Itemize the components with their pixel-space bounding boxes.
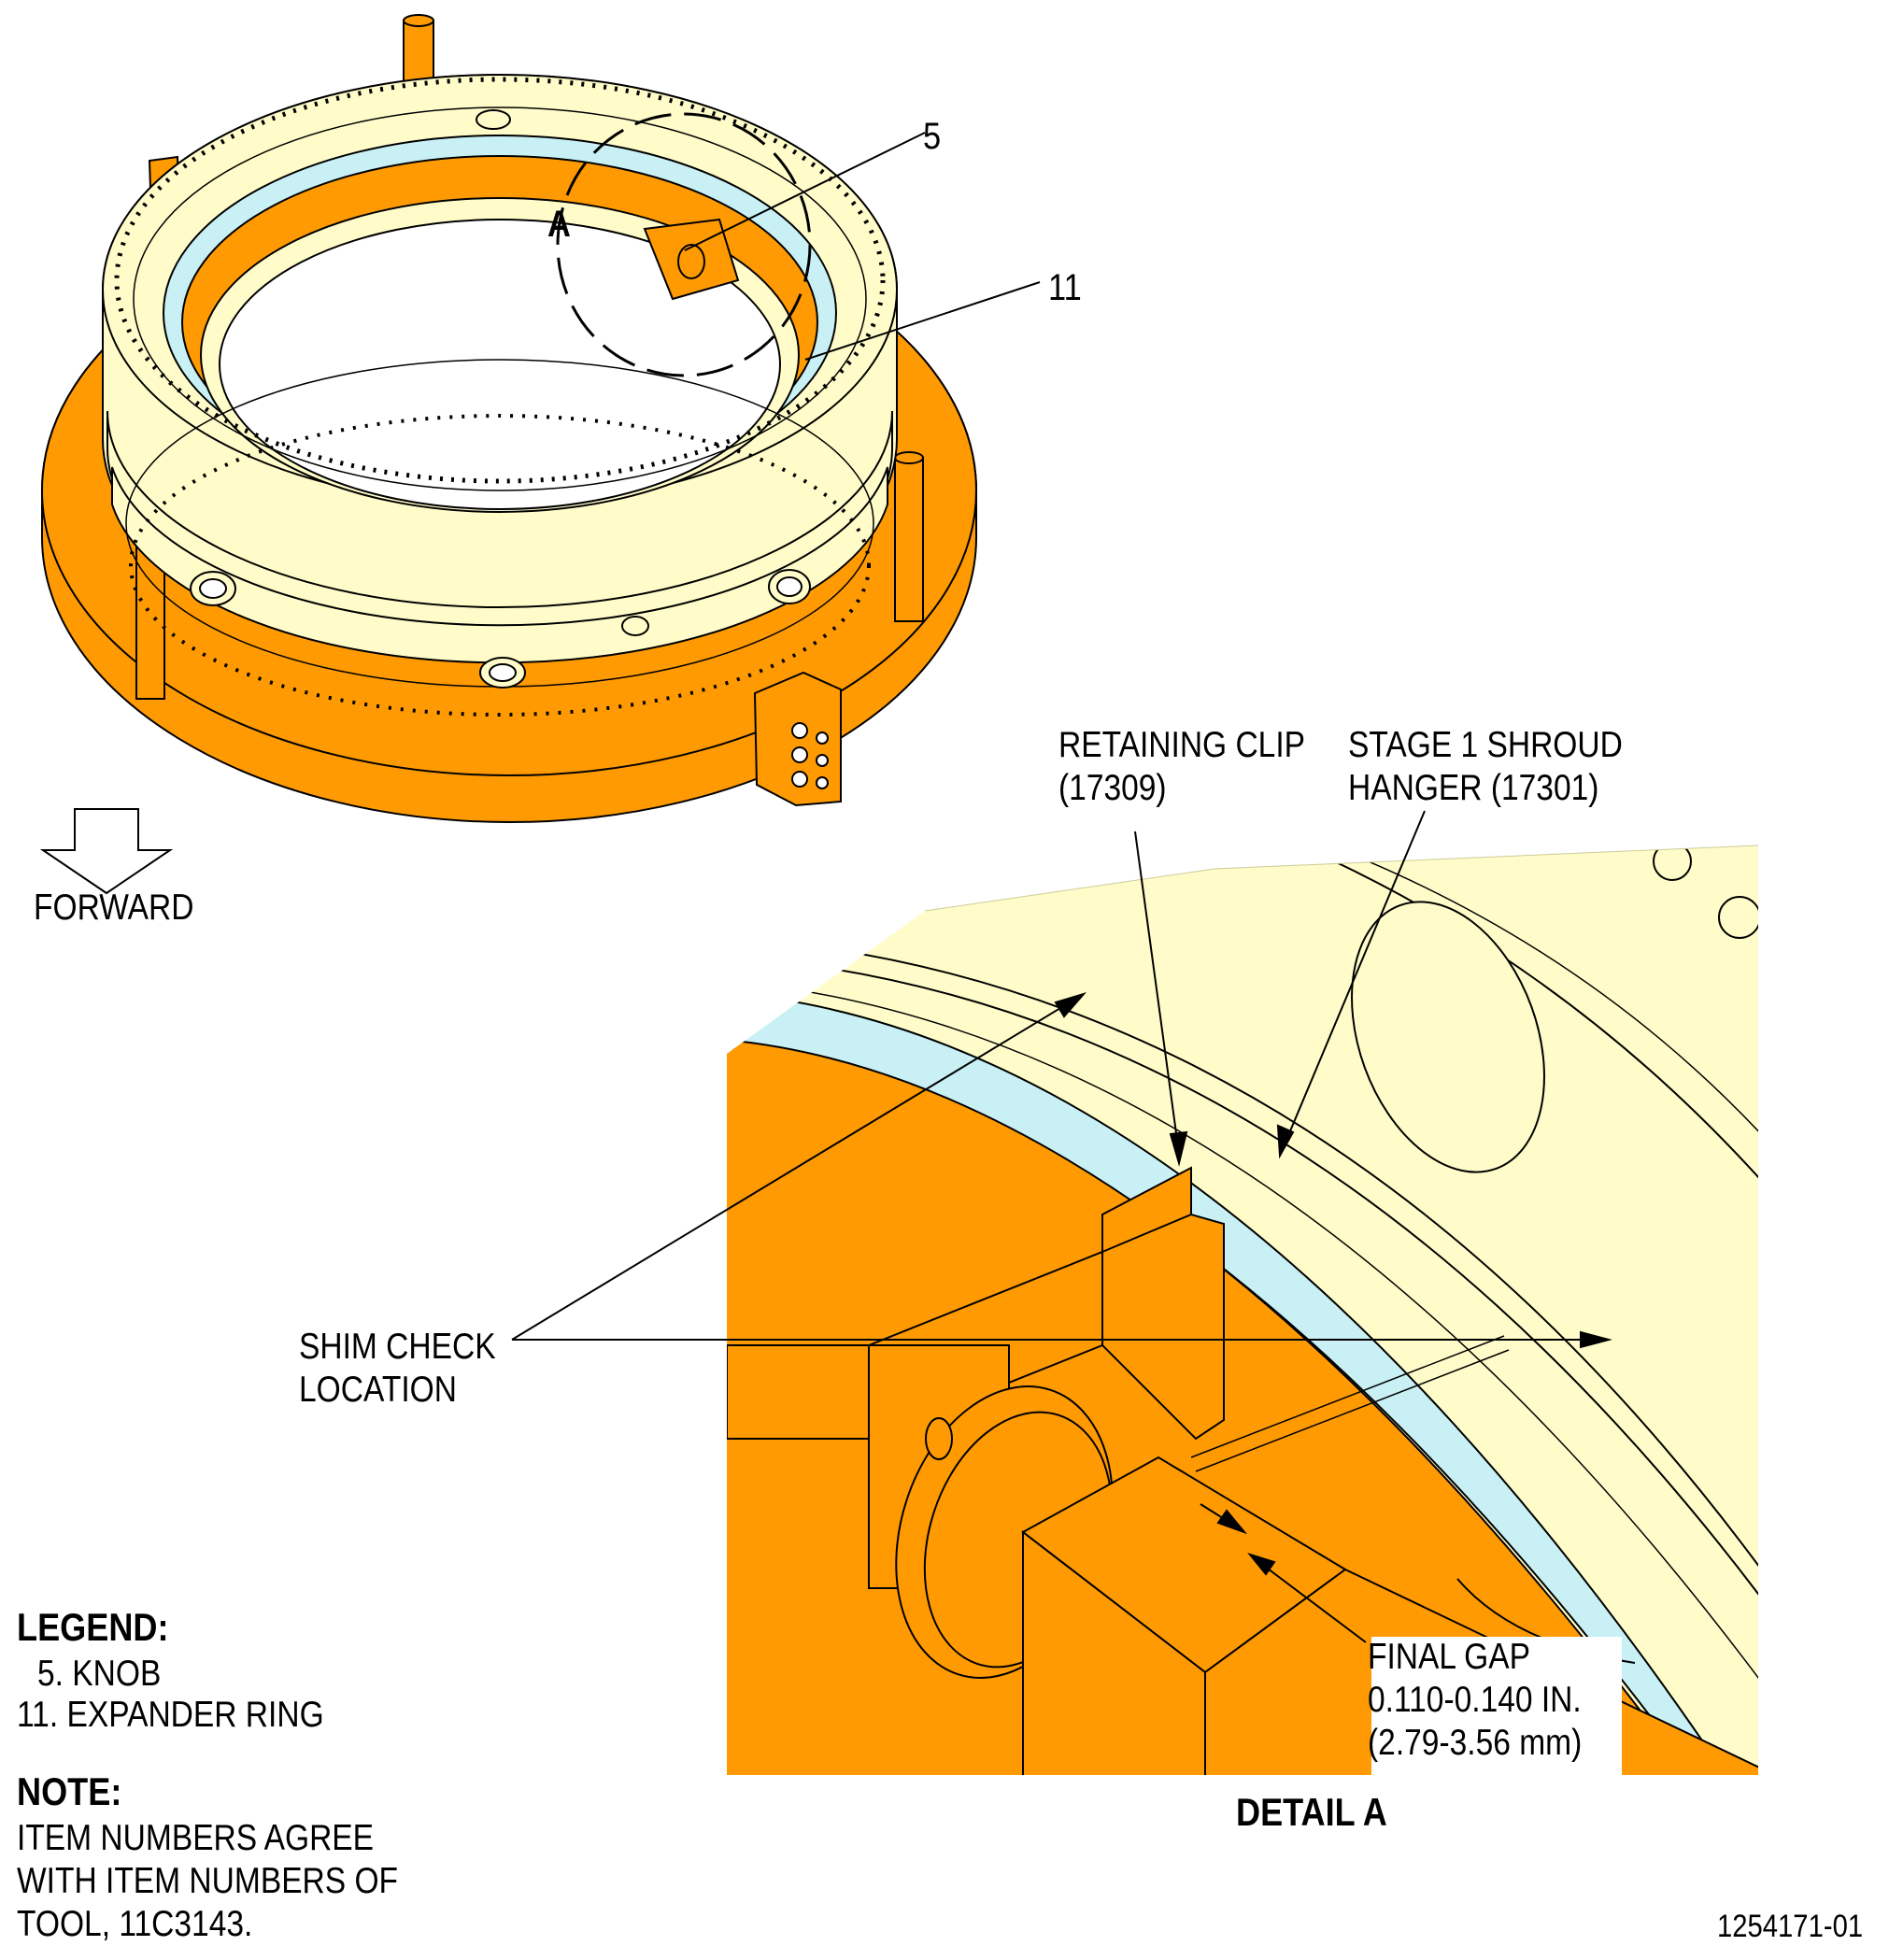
detail-a-circle: [556, 112, 812, 377]
detail-a-marker: A: [547, 204, 571, 245]
retaining-clip-label-line2: (17309): [1058, 768, 1167, 808]
post-rear: [403, 20, 434, 87]
shroud-hanger-label-line1: STAGE 1 SHROUD: [1348, 725, 1623, 765]
detail-a-title: DETAIL A: [1236, 1790, 1387, 1834]
figure-id: 1254171-01: [1717, 1909, 1864, 1944]
legend-heading: LEGEND:: [17, 1605, 169, 1649]
detail-leaders: [511, 810, 1612, 1643]
note-heading: NOTE:: [17, 1769, 122, 1813]
retaining-clip-label-line1: RETAINING CLIP: [1058, 725, 1306, 765]
note-line-2: WITH ITEM NUMBERS OF: [17, 1861, 399, 1901]
final-gap-label-line1: FINAL GAP: [1368, 1637, 1530, 1677]
post-right: [894, 457, 924, 622]
final-gap-label-line2: 0.110-0.140 IN.: [1368, 1680, 1582, 1720]
callout-5: 5: [923, 116, 942, 157]
legend-item-11: 11. EXPANDER RING: [17, 1695, 324, 1735]
fixture-assembly-illustration: [41, 14, 977, 823]
shroud-hanger-label-line2: HANGER (17301): [1348, 768, 1599, 808]
note-line-1: ITEM NUMBERS AGREE: [17, 1818, 375, 1858]
legend-item-5: 5. KNOB: [37, 1654, 162, 1694]
clamp-block-front: [753, 671, 842, 807]
final-gap-label-box: [1371, 1637, 1622, 1775]
final-gap-label-line3: (2.79-3.56 mm): [1368, 1723, 1583, 1763]
forward-arrow: [39, 808, 174, 895]
center-bore: [219, 219, 781, 510]
forward-label: FORWARD: [34, 888, 194, 928]
shim-check-label-line2: LOCATION: [299, 1370, 457, 1410]
leader-5: [684, 132, 926, 251]
note-line-3: TOOL, 11C3143.: [17, 1904, 253, 1944]
callout-11: 11: [1048, 267, 1082, 308]
detail-a-illustration: [727, 845, 1759, 1775]
shim-check-label-line1: SHIM CHECK: [299, 1327, 496, 1367]
leader-11: [804, 281, 1041, 361]
